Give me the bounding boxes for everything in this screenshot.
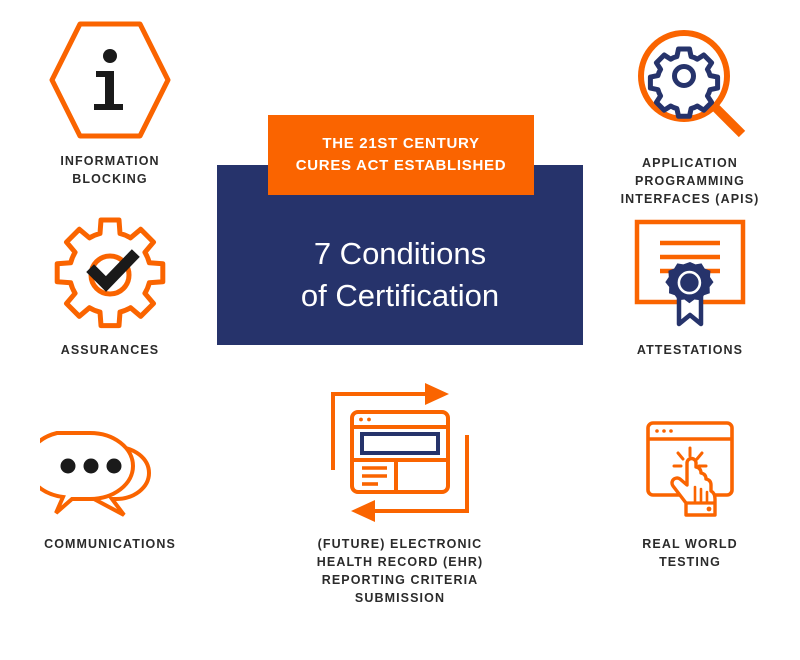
item-label-information-blocking: INFORMATION BLOCKING [60, 154, 160, 187]
item-label-ehr: (FUTURE) ELECTRONIC HEALTH RECORD (EHR) … [316, 537, 484, 606]
item-label-assurances: ASSURANCES [60, 343, 160, 357]
speech-bubbles-icon [40, 425, 180, 525]
certificate-ribbon-icon [629, 215, 751, 331]
item-communications: COMMUNICATIONS [10, 425, 210, 553]
item-real-world-testing: REAL WORLD TESTING [590, 415, 790, 571]
item-apis: APPLICATION PROGRAMMING INTERFACES (APIS… [590, 18, 790, 208]
center-headline: 7 Conditions of Certification [217, 205, 583, 345]
center-navy-panel [217, 165, 583, 345]
eyebrow-line-1: THE 21ST CENTURY [322, 135, 480, 153]
magnifier-gear-icon [626, 18, 754, 144]
gear-checkmark-icon [51, 215, 169, 331]
item-label-communications: COMMUNICATIONS [44, 537, 176, 551]
item-label-attestations: ATTESTATIONS [636, 343, 744, 357]
item-ehr: (FUTURE) ELECTRONIC HEALTH RECORD (EHR) … [292, 380, 508, 608]
eyebrow-line-2: CURES ACT ESTABLISHED [295, 157, 507, 174]
headline-line-2: of Certification [300, 278, 500, 313]
item-label-real-world-testing: REAL WORLD TESTING [642, 537, 738, 570]
center-orange-banner: THE 21ST CENTURY CURES ACT ESTABLISHED [268, 115, 534, 195]
headline-line-1: 7 Conditions [313, 236, 487, 272]
hexagon-info-icon [46, 18, 174, 142]
item-label-apis: APPLICATION PROGRAMMING INTERFACES (APIS… [620, 156, 760, 207]
item-assurances: ASSURANCES [10, 215, 210, 359]
browser-click-hand-icon [635, 415, 745, 525]
item-information-blocking: INFORMATION BLOCKING [10, 18, 210, 188]
item-attestations: ATTESTATIONS [590, 215, 790, 359]
browser-cycle-arrows-icon [315, 380, 485, 525]
